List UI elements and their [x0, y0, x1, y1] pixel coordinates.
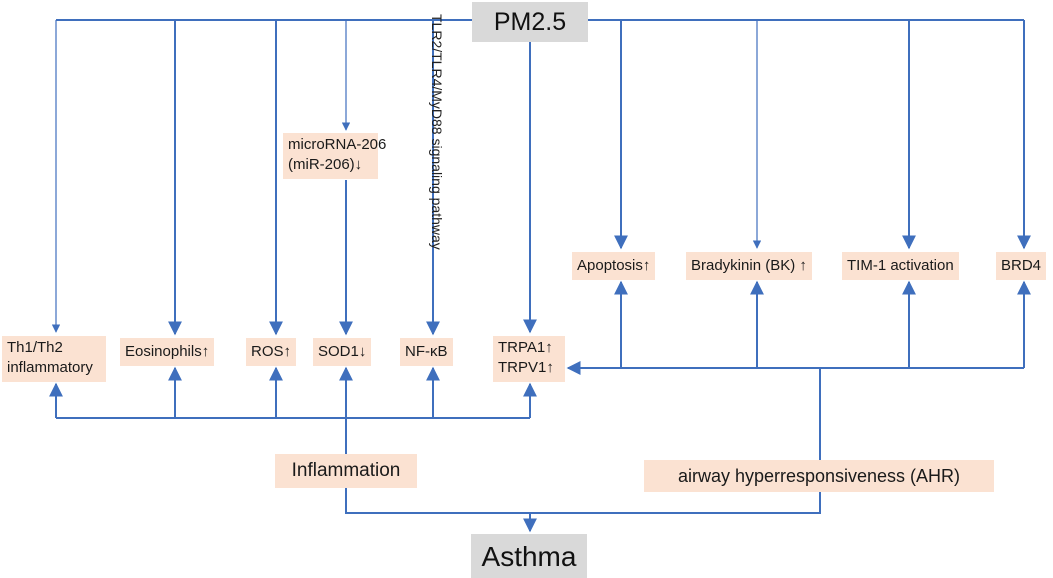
th1-line1: Th1/Th2	[7, 339, 63, 356]
th1-th2-node: Th1/Th2 inflammatory	[2, 336, 106, 382]
asthma-bus	[345, 488, 821, 514]
bradykinin-node: Bradykinin (BK) ↑	[686, 252, 812, 280]
sod1-node: SOD1↓	[313, 338, 372, 366]
mirna-line1: microRNA-206	[288, 136, 387, 153]
ros-node: ROS↑	[246, 338, 297, 366]
brd4-node: BRD4	[996, 252, 1047, 280]
nfkb-node: NF-κB	[400, 338, 453, 366]
apoptosis-node: Apoptosis↑	[572, 252, 656, 280]
trpa1-line: TRPA1↑	[498, 339, 553, 356]
pm25-node: PM2.5	[472, 2, 588, 42]
tlr-pathway-label: TLR2/TLR4/MyD88 signaling pathway	[429, 14, 445, 250]
microrna-206-node: microRNA-206 (miR-206)↓	[283, 133, 387, 179]
trpv1-line: TRPV1↑	[498, 359, 554, 376]
inflammation-bus	[56, 412, 530, 419]
mirna-line2: (miR-206)↓	[288, 156, 363, 173]
trpa1-trpv1-node: TRPA1↑ TRPV1↑	[493, 336, 565, 382]
ahr-node: airway hyperresponsiveness (AHR)	[644, 460, 994, 492]
tim1-activation-node: TIM-1 activation	[842, 252, 959, 280]
asthma-node: Asthma	[471, 534, 587, 578]
th1-line2: inflammatory	[7, 359, 93, 376]
inflammation-node: Inflammation	[275, 454, 417, 488]
eosinophils-node: Eosinophils↑	[120, 338, 215, 366]
